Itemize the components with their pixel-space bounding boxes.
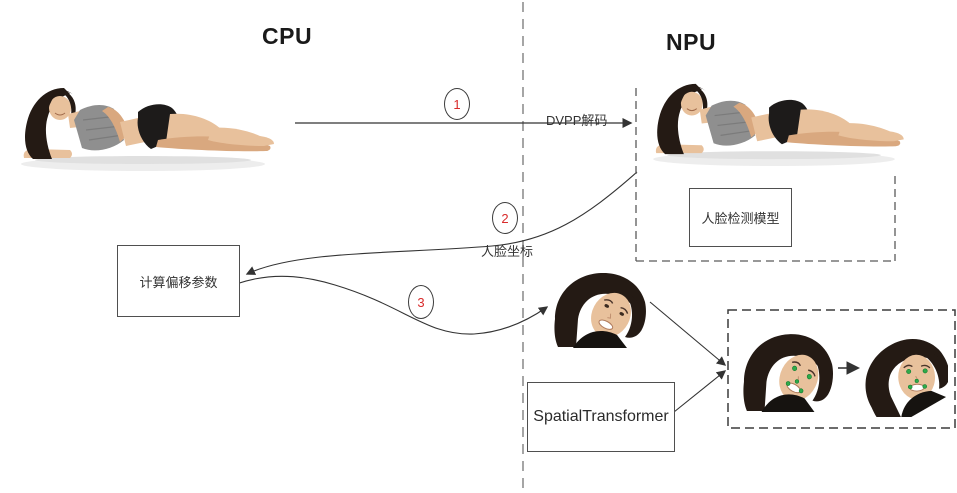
- compute-offset-label: 计算偏移参数: [139, 274, 218, 290]
- face-detect-model-label: 人脸检测模型: [701, 211, 780, 226]
- step-1-number: 1: [453, 96, 461, 112]
- step-3-number: 3: [417, 294, 425, 310]
- step-1-badge: 1: [444, 88, 470, 120]
- step-2-badge: 2: [492, 202, 518, 234]
- compute-offset-box: 计算偏移参数: [117, 245, 240, 317]
- face-crop-photo: [553, 267, 648, 348]
- face-coords-label: 人脸坐标: [481, 244, 534, 259]
- spatial-transformer-label: SpatialTransformer: [533, 408, 669, 425]
- step-3-badge: 3: [408, 285, 434, 319]
- dvpp-decode-label: DVPP解码: [546, 113, 608, 128]
- step-2-number: 2: [501, 210, 509, 226]
- npu-title: NPU: [666, 29, 717, 55]
- cpu-title: CPU: [262, 23, 313, 49]
- spatial-transformer-box: SpatialTransformer: [527, 382, 675, 452]
- face-detect-model-box: 人脸检测模型: [689, 188, 792, 247]
